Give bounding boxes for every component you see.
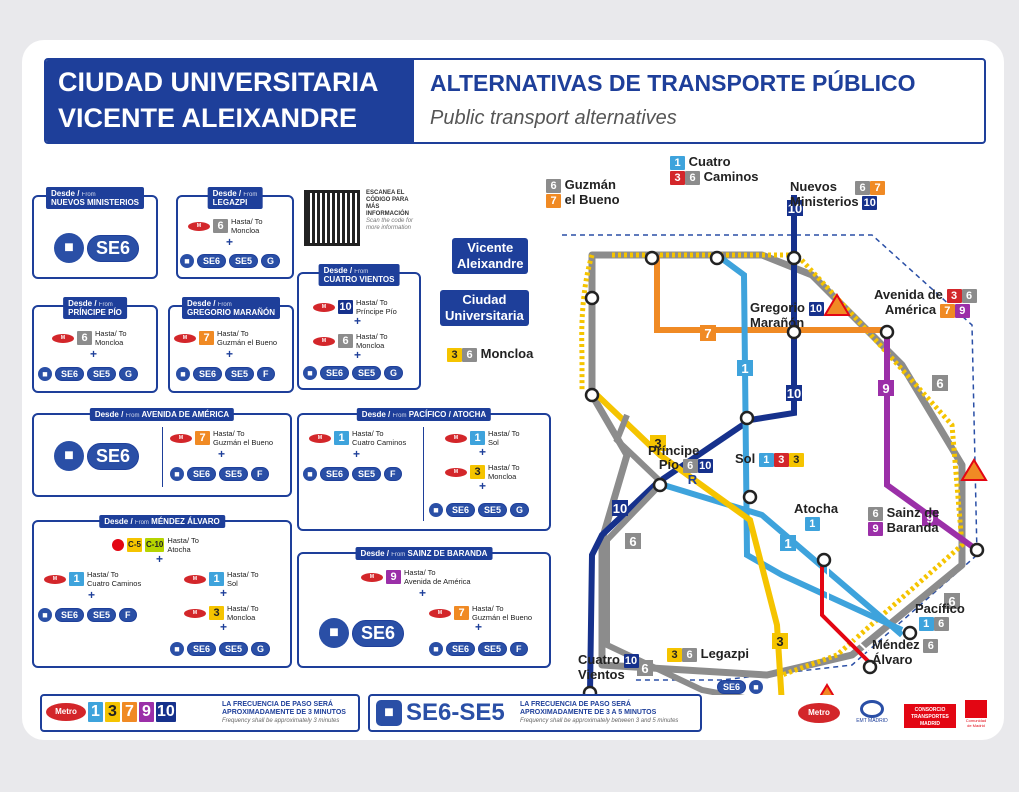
footer-bus-frequency: ■ SE6-SE5 LA FRECUENCIA DE PASO SERÁ APR… bbox=[368, 694, 702, 732]
badge-line-6-south: 6 bbox=[641, 661, 648, 676]
footer-metro-frequency: Metro 1 3 7 9 10 LA FRECUENCIA DE PASO S… bbox=[40, 694, 360, 732]
emt-logo: EMT MADRID bbox=[852, 700, 892, 724]
bus-icon: ■ bbox=[54, 233, 84, 263]
bus-route-dashed bbox=[562, 234, 978, 681]
route-sainz-de-baranda: Desde / From SAINZ DE BARANDA M 9 Hasta/… bbox=[297, 547, 551, 668]
badge-line-6: 6 bbox=[936, 376, 943, 391]
station-mendez-alvaro bbox=[862, 659, 878, 675]
station-cuatro-caminos bbox=[709, 250, 725, 266]
works-section bbox=[612, 252, 965, 678]
station-cuatro-vientos bbox=[582, 685, 598, 695]
badge-line-10: 10 bbox=[787, 386, 801, 401]
poster-card: CIUDAD UNIVERSITARIA VICENTE ALEIXANDRE … bbox=[22, 40, 1004, 740]
station-line1: CIUDAD UNIVERSITARIA bbox=[58, 67, 379, 97]
consorcio-logo: CONSORCIO TRANSPORTES MADRID bbox=[904, 704, 956, 728]
line-6 bbox=[588, 251, 966, 679]
station-sainz bbox=[969, 542, 985, 558]
station-pacifico bbox=[902, 625, 918, 641]
metro-logo: Metro bbox=[798, 703, 840, 723]
label-se6-legazpi: SE6 ■ bbox=[717, 680, 764, 694]
qr-code[interactable] bbox=[304, 190, 360, 246]
station-moncloa bbox=[584, 387, 600, 403]
badge-line-10-south: 10 bbox=[613, 501, 627, 516]
transport-map: 10 7 1 10 9 6 3 10 6 1 9 6 3 6 bbox=[562, 195, 988, 695]
page-title: ALTERNATIVAS DE TRANSPORTE PÚBLICO bbox=[430, 70, 916, 96]
badge-line-1-south: 1 bbox=[784, 536, 791, 551]
station-guzman bbox=[644, 250, 660, 266]
badge-line-9-south: 9 bbox=[926, 511, 933, 526]
works-warning-icon bbox=[823, 293, 851, 316]
route-mendez-alvaro: Desde / From MÉNDEZ ÁLVARO C-5 C-10 Hast… bbox=[32, 515, 292, 668]
page-subtitle: Public transport alternatives bbox=[430, 107, 677, 129]
badge-line-7: 7 bbox=[704, 326, 711, 341]
label-atocha: Atocha 1 bbox=[794, 501, 839, 531]
comunidad-logo: Comunidad de Madrid bbox=[964, 700, 988, 728]
badge-line-3-south: 3 bbox=[776, 634, 783, 649]
cercanias-line bbox=[820, 565, 874, 667]
station-name: CIUDAD UNIVERSITARIA VICENTE ALEIXANDRE bbox=[46, 60, 414, 142]
works-warning-icon bbox=[960, 458, 988, 481]
station-sol bbox=[742, 489, 758, 505]
station-principe-pio bbox=[652, 477, 668, 493]
badge-line-10-north: 10 bbox=[788, 201, 802, 216]
line-7 bbox=[654, 255, 887, 333]
route-pacifico-atocha: Desde / From PACÍFICO / ATOCHA M 1 Hasta… bbox=[297, 408, 551, 531]
badge-line-6-west: 6 bbox=[629, 534, 636, 549]
badge-line-9: 9 bbox=[882, 381, 889, 396]
station-nuevos-ministerios bbox=[786, 250, 802, 266]
route-avenida-america: Desde / From AVENIDA DE AMÉRICA ■ SE6 M … bbox=[32, 408, 292, 497]
bus-line-se6: SE6 bbox=[87, 234, 140, 262]
line-3 bbox=[594, 392, 785, 695]
station-avenida-america bbox=[879, 324, 895, 340]
station-gregorio bbox=[786, 324, 802, 340]
works-warning-icon bbox=[819, 683, 835, 695]
station-line2: VICENTE ALEIXANDRE bbox=[58, 103, 358, 133]
badge-line-3: 3 bbox=[654, 436, 661, 451]
bus-icon: ■ bbox=[180, 254, 194, 268]
station-atocha bbox=[816, 552, 832, 568]
station-vicente-aleixandre bbox=[584, 290, 600, 306]
badge-line-1: 1 bbox=[741, 361, 748, 376]
cercanias-icon bbox=[112, 539, 124, 551]
station-sol-north bbox=[739, 410, 755, 426]
metro-icon: M bbox=[188, 221, 210, 231]
badge-line-6-east: 6 bbox=[948, 594, 955, 609]
header: CIUDAD UNIVERSITARIA VICENTE ALEIXANDRE … bbox=[44, 58, 986, 144]
